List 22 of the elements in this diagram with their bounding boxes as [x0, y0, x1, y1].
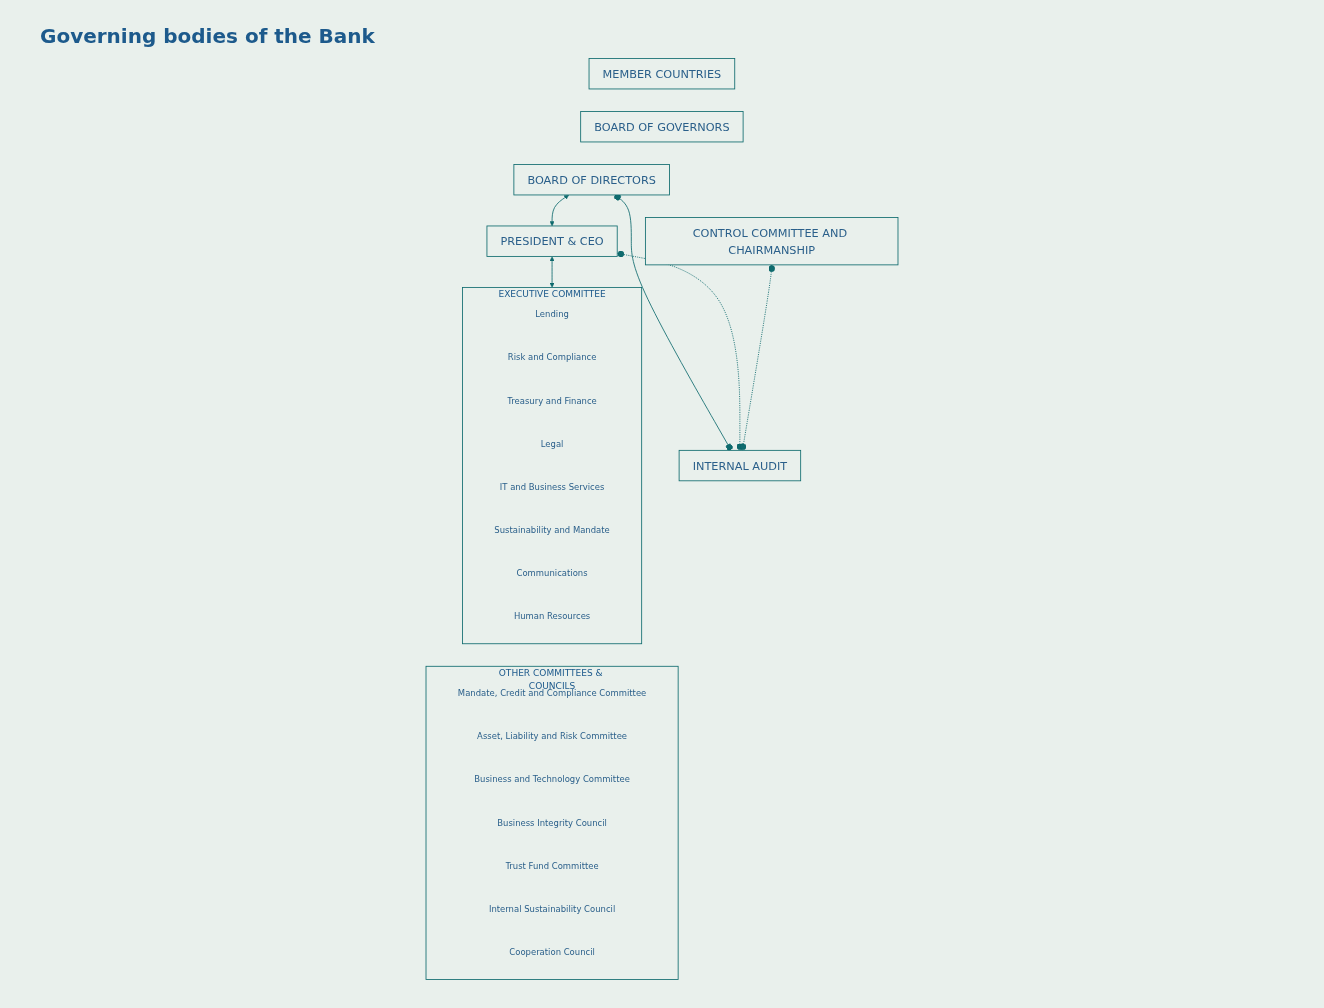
node-text: Business Integrity Council: [497, 817, 607, 828]
node-text: IT and Business Services: [499, 481, 605, 493]
node-text: Lending: [535, 309, 569, 320]
node-box: BOARD OF DIRECTORS: [513, 164, 670, 196]
node-text: Treasury and Finance: [507, 395, 597, 406]
node-text: Cooperation Council: [509, 947, 595, 958]
node-box: CONTROL COMMITTEE AND CHAIRMANSHIP: [645, 217, 899, 266]
node-text: Risk and Compliance: [507, 352, 597, 363]
node-box: MEMBER COUNTRIES: [588, 58, 736, 90]
node-text: Internal Sustainability Council: [488, 903, 616, 915]
node-text: Legal: [540, 438, 564, 449]
node-text: Asset, Liability and Risk Committee: [477, 731, 628, 742]
node-text: Communications: [516, 568, 588, 579]
node-text: Mandate, Credit and Compliance Committee: [457, 688, 647, 699]
diagram-title: Governing bodies of the Bank: [40, 24, 375, 48]
node-text: Trust Fund Committee: [505, 860, 599, 871]
node-box: BOARD OF GOVERNORS: [580, 111, 744, 143]
node-box: PRESIDENT & CEO: [486, 225, 618, 257]
node-text: Sustainability and Mandate: [494, 525, 610, 536]
node-text: Business and Technology Committee: [474, 774, 630, 785]
node-box: INTERNAL AUDIT: [678, 449, 802, 482]
node-text: Human Resources: [513, 611, 591, 622]
